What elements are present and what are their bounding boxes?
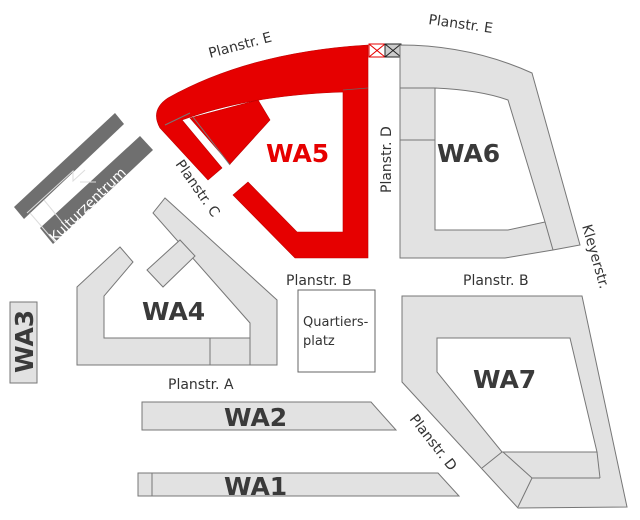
street-label-planstr-b-left: Planstr. B (286, 273, 352, 289)
quartiersplatz-label-line2: platz (303, 334, 335, 349)
quartiersplatz-label-line1: Quartiers- (303, 315, 369, 330)
street-label-planstr-a: Planstr. A (168, 377, 234, 393)
wa2-label: WA2 (224, 403, 287, 432)
wa3-label: WA3 (10, 310, 39, 373)
area-wa5[interactable]: WA5 (156, 44, 369, 259)
street-label-planstr-e-right: Planstr. E (427, 12, 493, 37)
street-label-kleyerstr: Kleyerstr. (578, 223, 612, 291)
wa4-label: WA4 (142, 297, 205, 326)
wa7-label: WA7 (473, 365, 536, 394)
street-label-planstr-e-left: Planstr. E (207, 30, 274, 62)
kulturzentrum-building[interactable]: Kulturzentrum (14, 113, 153, 246)
area-wa4[interactable]: WA4 (76, 197, 278, 366)
crossing-markers (368, 43, 402, 58)
street-label-planstr-d-upper: Planstr. D (379, 126, 395, 193)
area-wa1[interactable]: WA1 (137, 472, 461, 501)
area-wa6[interactable]: WA6 (399, 44, 581, 259)
wa1-label: WA1 (224, 472, 287, 501)
wa5-label: WA5 (266, 139, 329, 168)
street-label-planstr-b-right: Planstr. B (463, 273, 529, 289)
area-wa3[interactable]: WA3 (9, 301, 39, 384)
quartiersplatz[interactable]: Quartiers- platz (297, 289, 376, 373)
wa6-label: WA6 (437, 139, 500, 168)
area-wa2[interactable]: WA2 (141, 401, 398, 432)
area-wa7[interactable]: WA7 (401, 295, 628, 509)
